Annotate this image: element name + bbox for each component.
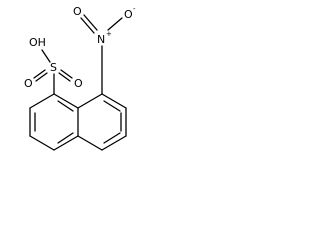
bond-s-o-double — [35, 72, 48, 82]
structure-diagram: OH S O O N + O O - — [24, 5, 136, 151]
bond-s-o-double — [58, 72, 71, 82]
bond-n-o-single — [107, 17, 123, 31]
naphthalene-ring-bonds — [29, 93, 127, 151]
bond — [77, 93, 103, 109]
sulfonic-acid-group: OH S O O — [24, 36, 83, 95]
bond — [53, 135, 79, 151]
nitro-oxygen-label: O — [73, 5, 82, 18]
bond-s-o-double — [60, 69, 73, 79]
bond-n-o-double — [80, 17, 95, 34]
positive-charge-label: + — [106, 30, 112, 38]
bond — [77, 135, 103, 151]
bond — [53, 93, 79, 109]
double-bond-inner — [57, 132, 74, 144]
sulfur-label: S — [50, 61, 57, 74]
negative-charge-label: - — [133, 5, 136, 13]
double-bond-inner — [103, 100, 121, 112]
bond — [101, 135, 127, 151]
bond-s-oh — [41, 49, 51, 63]
double-bond-inner — [103, 132, 121, 144]
sulfonyl-oxygen-label: O — [24, 77, 33, 90]
hydroxyl-label: OH — [29, 36, 46, 49]
bond — [29, 93, 55, 109]
bond-n-o-double — [83, 14, 98, 31]
bond-s-o-double — [33, 69, 46, 79]
bond — [101, 93, 127, 109]
sulfonyl-oxygen-label: O — [74, 77, 83, 90]
nitro-nitrogen-label: N — [97, 33, 105, 46]
double-bond-inner — [57, 100, 74, 112]
aromatic-double-bonds — [34, 100, 122, 144]
nitro-oxygen-label: O — [124, 8, 133, 21]
nitro-group: N + O O - — [73, 5, 136, 95]
bond — [29, 135, 55, 151]
